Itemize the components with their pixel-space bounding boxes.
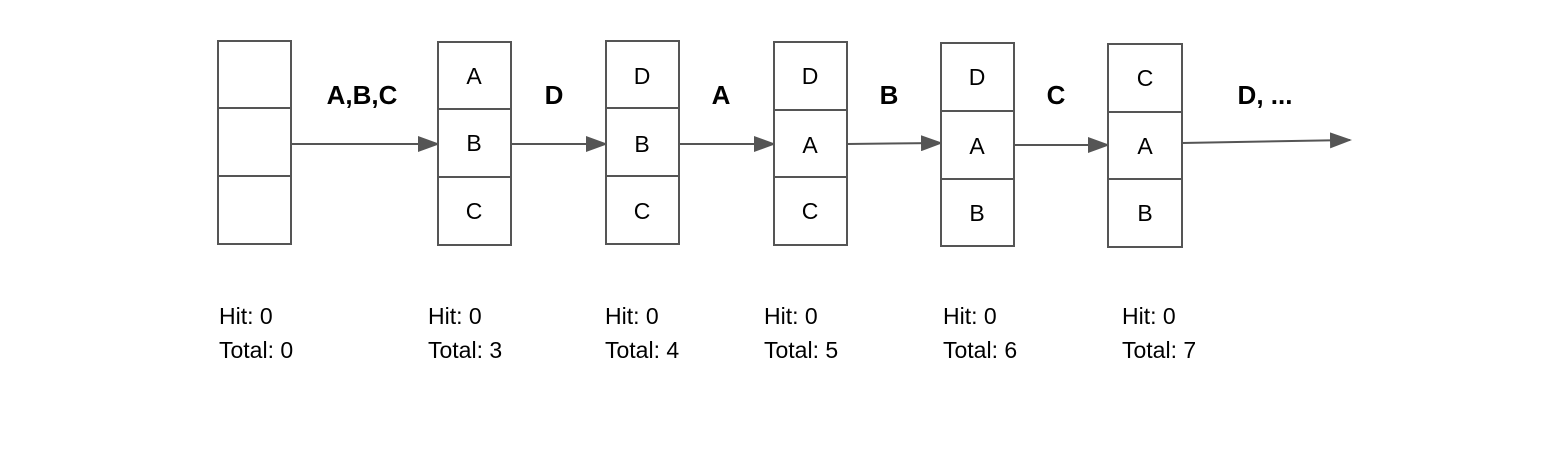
cache-cell-label: A [1137, 133, 1153, 159]
cache-state [217, 40, 292, 245]
cache-cell [773, 176, 848, 246]
cache-cell [437, 176, 512, 246]
total-count: Total: 7 [1122, 337, 1196, 363]
cache-cell [940, 178, 1015, 247]
cache-cell-label: C [802, 198, 819, 224]
transition-labels: A,B,C D A B C D, ... [327, 80, 1293, 110]
transition-label: D, ... [1238, 80, 1293, 110]
hit-count: Hit: 0 [219, 303, 273, 329]
cache-cell [217, 40, 292, 109]
transition-label: A [712, 80, 731, 110]
cache-cell [605, 175, 680, 245]
cache-cell-label: D [802, 63, 819, 89]
cache-cell-label: A [969, 133, 985, 159]
total-count: Total: 6 [943, 337, 1017, 363]
total-count: Total: 5 [764, 337, 838, 363]
cache-cell-label: A [802, 132, 818, 158]
cache-cell [605, 40, 680, 109]
cache-stats: Hit: 0 Total: 0 Hit: 0 Total: 3 Hit: 0 T… [219, 303, 1196, 363]
cache-cell-label: B [466, 130, 481, 156]
cache-cell-label: D [969, 64, 986, 90]
hit-count: Hit: 0 [764, 303, 818, 329]
total-count: Total: 4 [605, 337, 679, 363]
cache-cell [1107, 43, 1183, 113]
cache-cell [217, 107, 292, 177]
cache-cell [1107, 178, 1183, 248]
cache-cell-label: C [466, 198, 483, 224]
cache-cell-label: C [1137, 65, 1154, 91]
cache-state: A B C [437, 41, 512, 246]
cache-state: D A B [940, 42, 1015, 247]
cache-cell [217, 175, 292, 245]
cache-cell-label: C [634, 198, 651, 224]
cache-state: C A B [1107, 43, 1183, 248]
cache-state: D A C [773, 41, 848, 246]
total-count: Total: 0 [219, 337, 293, 363]
transition-label: A,B,C [327, 80, 398, 110]
hit-count: Hit: 0 [605, 303, 659, 329]
cache-cell-label: B [1137, 200, 1152, 226]
cache-cell-label: B [634, 131, 649, 157]
cache-cell [605, 107, 680, 177]
transition-label: D [545, 80, 564, 110]
cache-cell-label: B [969, 200, 984, 226]
hit-count: Hit: 0 [943, 303, 997, 329]
cache-cell [940, 42, 1015, 112]
cache-cell [940, 110, 1015, 180]
cache-cell [773, 41, 848, 111]
transition-label: B [880, 80, 899, 110]
cache-cell-label: D [634, 63, 651, 89]
arrow-6 [1181, 132, 1352, 149]
hit-count: Hit: 0 [428, 303, 482, 329]
transition-label: C [1047, 80, 1066, 110]
transition-arrows [291, 132, 1352, 153]
hit-count: Hit: 0 [1122, 303, 1176, 329]
cache-cell [773, 109, 848, 178]
arrow-4 [846, 135, 943, 152]
total-count: Total: 3 [428, 337, 502, 363]
cache-cell-label: A [466, 63, 482, 89]
cache-cell [437, 108, 512, 178]
cache-state: D B C [605, 40, 680, 245]
